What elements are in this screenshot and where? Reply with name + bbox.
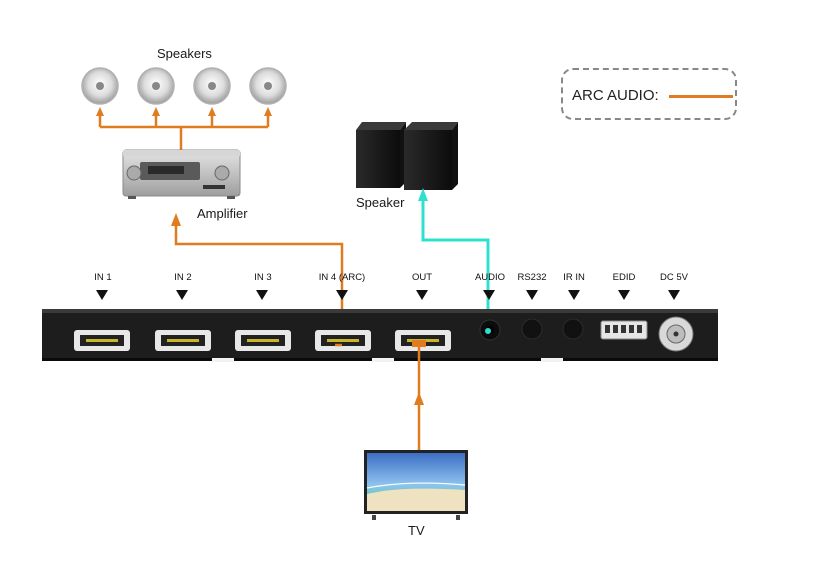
ceiling-speaker-3: [193, 67, 231, 105]
speaker-wiring: [98, 112, 270, 150]
port-label-audio: AUDIO: [474, 272, 506, 283]
ir-in-port: [562, 318, 584, 340]
hdmi-port-in4: [315, 330, 371, 351]
port-label-in2: IN 2: [174, 272, 192, 283]
speakers-label: Speakers: [157, 46, 212, 61]
port-arrow-dc5v: [668, 290, 680, 300]
edid-switch: [600, 320, 648, 340]
tv-arrow: [414, 392, 424, 405]
ceiling-speaker-1: [81, 67, 119, 105]
port-label-in1: IN 1: [94, 272, 112, 283]
tv-device: [364, 450, 468, 520]
port-arrow-ir-in: [568, 290, 580, 300]
port-arrow-in1: [96, 290, 108, 300]
port-arrow-out: [416, 290, 428, 300]
port-label-dc5v: DC 5V: [660, 272, 688, 283]
dc-power-port: [658, 316, 694, 352]
hdmi-port-in3: [235, 330, 291, 351]
audio-connector: [485, 328, 491, 334]
port-label-in4-arc: IN 4 (ARC): [318, 272, 366, 283]
bookshelf-speakers: [356, 122, 458, 190]
speaker-arrows: [96, 107, 272, 116]
port-arrow-edid: [618, 290, 630, 300]
hdmi-port-in2: [155, 330, 211, 351]
hdmi-port-in1: [74, 330, 130, 351]
ceiling-speaker-2: [137, 67, 175, 105]
amplifier-device: [122, 149, 241, 199]
port-label-rs232: RS232: [517, 272, 547, 283]
amplifier-label: Amplifier: [197, 206, 248, 221]
audio-arrow-speaker: [418, 188, 428, 201]
ceiling-speaker-4: [249, 67, 287, 105]
legend-arc-audio-label: ARC AUDIO:: [572, 87, 659, 104]
arc-arrow-amplifier: [171, 213, 181, 226]
port-arrow-in4: [336, 290, 348, 300]
speaker-label: Speaker: [356, 195, 405, 210]
port-label-edid: EDID: [612, 272, 636, 283]
port-label-ir-in: IR IN: [563, 272, 585, 283]
port-arrow-in2: [176, 290, 188, 300]
audio-line: [421, 199, 490, 330]
port-label-in3: IN 3: [254, 272, 272, 283]
port-arrow-rs232: [526, 290, 538, 300]
port-label-out: OUT: [411, 272, 433, 283]
hdmi-switcher: [42, 309, 718, 362]
port-arrow-audio: [483, 290, 495, 300]
legend-box: ARC AUDIO:: [561, 68, 737, 120]
legend-arc-audio-line: [669, 95, 733, 98]
ceiling-speakers: [81, 67, 287, 105]
rs232-port: [521, 318, 543, 340]
tv-label: TV: [408, 523, 425, 538]
port-arrow-in3: [256, 290, 268, 300]
out-connector: [412, 340, 426, 347]
